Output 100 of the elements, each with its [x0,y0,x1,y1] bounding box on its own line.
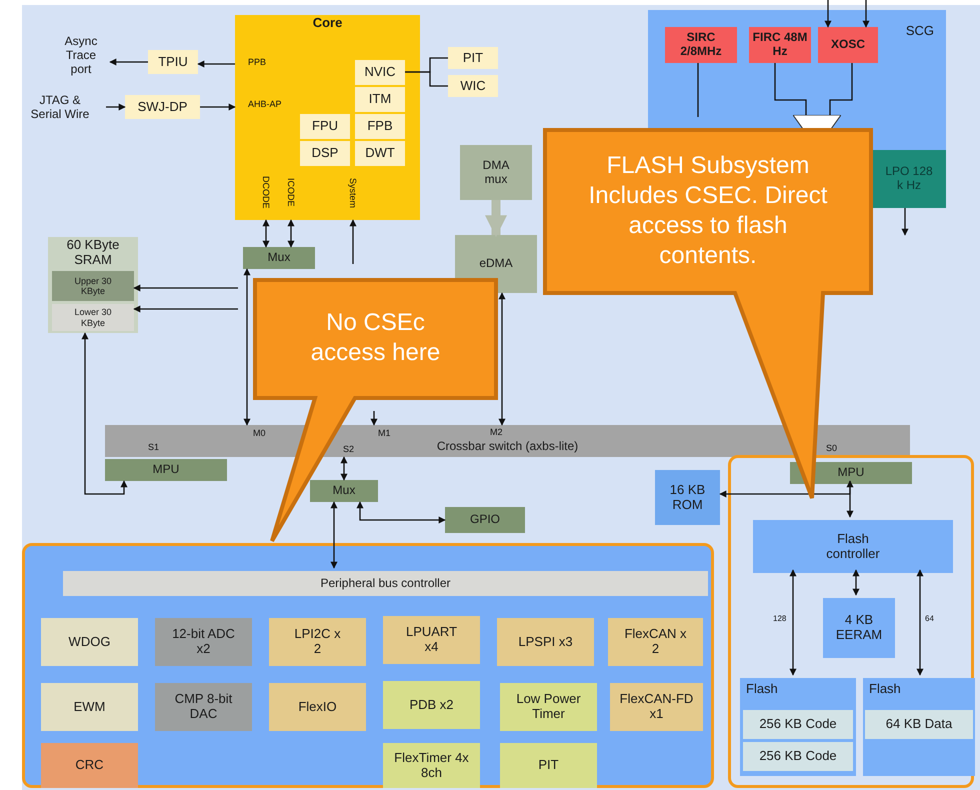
connector-line [774,63,807,115]
box-label: NVIC [363,64,397,81]
arrow [485,200,507,238]
module-box [448,75,498,97]
box-label: LPI2C x 2 [293,626,342,658]
port-label: S2 [343,445,354,454]
box-label: 12-bit ADC x2 [171,626,236,658]
memory-box [863,678,975,776]
box-label: FPU [311,118,339,135]
port-label: PPB [248,58,266,67]
box-label: GPIO [468,512,501,528]
box-label: WDOG [68,634,112,650]
arrow [200,104,236,110]
box-label: Lower 30 KByte [73,306,113,329]
box-label: Flash controller [825,530,881,562]
module-box [610,683,703,731]
arrow [133,284,238,292]
port-label: M0 [253,429,266,438]
arrow [350,219,356,264]
module-box [355,141,405,166]
arrow [862,0,870,28]
memory-bank-box [52,304,134,331]
memory-bank-box [865,710,973,739]
module-box [497,618,594,666]
module-box [269,618,366,666]
box-label: PIT [537,757,560,774]
box-label: FlexCAN-FD x1 [618,691,694,723]
arrow [846,480,854,518]
box-label: EWM [72,698,106,716]
module-box [500,743,597,788]
port-label: AHB-AP [248,100,282,109]
module-box [243,247,315,269]
connector-line [829,63,853,115]
box-label: CRC [74,757,105,774]
module-box [41,743,138,788]
box-label: FlexTimer 4x 8ch [393,750,470,782]
arrow [370,411,378,426]
group-frame [728,455,974,788]
arrow [852,569,860,596]
memory-bank-box [743,710,853,739]
module-box [310,480,378,502]
box-label: PDB x2 [408,696,455,714]
box-label: Peripheral bus controller [319,576,452,592]
module-box [148,50,198,74]
arrow [262,219,270,248]
arrow [82,332,128,495]
module-box [41,618,138,666]
arrow [244,268,250,426]
edge-label: 64 [924,615,935,623]
arrow [824,0,832,28]
edge-label: 128 [772,615,788,623]
box-label: 256 KB Code [758,748,838,765]
arrow [109,58,148,66]
arrow [288,219,294,248]
connector-line [405,71,448,87]
arrow [498,292,506,426]
box-label: FPB [366,118,394,135]
box-label: DWT [364,145,396,162]
memory-bank-box [743,742,853,771]
module-box [155,683,252,731]
box-label: 64 KB Data [884,716,954,733]
memory-box [740,678,856,776]
box-label: PIT [462,50,484,66]
box-label: DMA mux [482,158,510,188]
module-box [125,95,200,119]
arrow [790,569,796,676]
box-label: Core [312,15,344,32]
connector-line [697,63,699,117]
arrow [133,306,238,312]
port-label: DCODE [261,176,270,209]
box-label: 60 KByte SRAM [66,237,120,269]
clock-source-box [818,27,878,63]
box-label: Flash [745,680,779,698]
controller-box [823,598,895,658]
box-label: SIRC 2/8MHz [679,30,723,60]
box-label: 16 KB ROM [668,482,706,514]
module-box [608,618,703,666]
arrow [356,501,446,524]
arrow [340,456,348,481]
arrow [106,104,126,110]
box-label: DSP [310,145,340,162]
box-label: SWJ-DP [136,98,188,116]
bus-bar [105,425,910,457]
module-box [355,60,405,85]
module-box [155,618,252,666]
callout-text: FLASH Subsystem Includes CSEC. Direct access to flash contents. [588,150,828,270]
box-label: Mux [332,483,356,499]
box-label: eDMA [478,256,514,272]
box-label: LPO 128 k Hz [884,164,934,194]
controller-box [753,520,953,573]
arrow [719,481,851,498]
box-label: FlexIO [297,698,338,716]
box-label: Flash [868,680,902,698]
box-label: FIRC 48M Hz [752,30,808,60]
memory-bank-box [52,271,134,301]
box-label: MPU [152,462,180,478]
box-label: CMP 8-bit DAC [174,691,234,723]
module-box [269,683,366,731]
module-box [300,141,350,166]
group-frame [22,543,714,788]
